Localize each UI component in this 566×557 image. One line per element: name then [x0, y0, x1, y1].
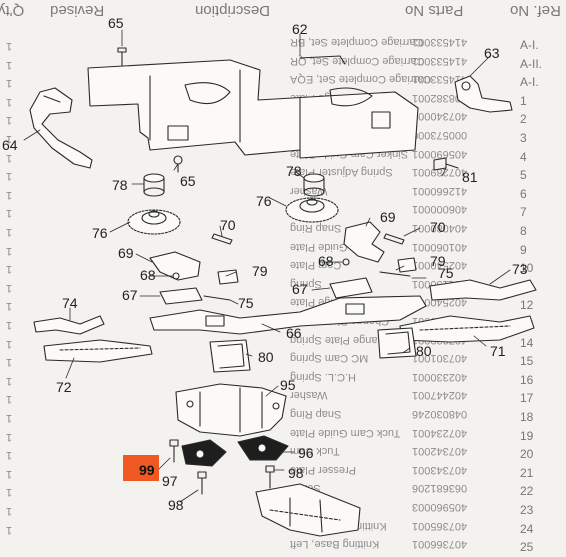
- ref-no-cell: A-I.: [520, 75, 539, 90]
- ref-no-cell: 1: [520, 93, 527, 108]
- ref-no-cell: A-II.: [520, 56, 543, 71]
- carriage-plate-part: [87, 55, 419, 159]
- screw-part-97-98: [169, 439, 275, 495]
- callout-96: 96: [298, 445, 314, 461]
- ref-no-cell: 14: [520, 335, 534, 350]
- ref-no-cell: 5: [520, 168, 527, 183]
- callout-97: 97: [162, 473, 178, 489]
- ref-no-cell: 9: [520, 242, 527, 257]
- needle-plate-74-72: [33, 315, 153, 363]
- callout-69-left: 69: [118, 245, 134, 261]
- callout-65-top: 65: [108, 15, 124, 31]
- callout-98-right: 98: [288, 465, 304, 481]
- callout-76-right: 76: [256, 193, 272, 209]
- ref-no-cell: 19: [520, 428, 534, 443]
- bracket-part-63: [454, 75, 513, 113]
- ref-no-cell: 20: [520, 447, 534, 462]
- callout-98-left: 98: [168, 497, 184, 513]
- ref-no-cell: 23: [520, 503, 534, 517]
- ref-no-cell: A-I.: [520, 38, 539, 52]
- callout-64: 64: [2, 137, 18, 153]
- callout-66: 66: [286, 325, 302, 341]
- callout-72: 72: [56, 379, 72, 395]
- ref-no-cell: 6: [520, 186, 527, 201]
- cam-plate-part-66: [149, 295, 427, 335]
- callout-79-right: 79: [430, 253, 446, 269]
- ref-no-cell: 22: [520, 484, 534, 499]
- callout-62: 62: [292, 21, 308, 37]
- tuck-cam-part-96: [181, 435, 289, 467]
- callout-67-right: 67: [292, 281, 308, 297]
- callout-71: 71: [490, 343, 506, 359]
- ref-no-cell: 16: [520, 372, 534, 387]
- callout-74: 74: [62, 295, 78, 311]
- ref-no-cell: 25: [520, 540, 534, 555]
- ref-no-cell: 4: [520, 149, 527, 164]
- presser-plate-part: [255, 483, 361, 537]
- callout-79-left: 79: [252, 263, 268, 279]
- callout-81: 81: [462, 169, 478, 185]
- callout-75-left: 75: [238, 295, 254, 311]
- callout-69-right: 69: [380, 209, 396, 225]
- callout-99-highlighted: 99: [123, 455, 159, 481]
- screw-part-65: [117, 47, 183, 173]
- ref-no-cell: 15: [520, 354, 534, 369]
- ref-no-cell: 24: [520, 521, 534, 536]
- callout-80-left: 80: [258, 349, 274, 365]
- ref-no-cell: 10: [520, 261, 534, 276]
- ref-no-cell: 3: [520, 131, 527, 145]
- block-part-80: [209, 327, 417, 373]
- tuck-cam-guide-plate-95: [175, 383, 287, 437]
- ref-no-cell: 21: [520, 465, 534, 480]
- callout-65-mid: 65: [180, 173, 196, 189]
- callout-68-right: 68: [318, 253, 334, 269]
- ref-no-cell: 12: [520, 298, 534, 313]
- lever-part-64: [29, 87, 93, 169]
- leader-lines: [23, 29, 511, 503]
- pin-part-70: [211, 233, 405, 245]
- callout-80-right: 80: [416, 343, 432, 359]
- cam-guide-plate-69: [149, 221, 385, 281]
- callout-95: 95: [280, 377, 296, 393]
- ref-no-cell: 17: [520, 391, 534, 406]
- ref-no-cell: 18: [520, 410, 534, 424]
- ref-no-cell: 8: [520, 224, 527, 238]
- gear-part-76: [127, 197, 339, 235]
- callout-68-left: 68: [140, 267, 156, 283]
- roller-part-78: [143, 173, 325, 197]
- callout-70-right: 70: [430, 219, 446, 235]
- callout-70-left: 70: [220, 217, 236, 233]
- ref-no-cell: 2: [520, 112, 527, 127]
- callout-67-left: 67: [122, 287, 138, 303]
- plate-parts-67-75: [159, 271, 411, 305]
- callout-78-right: 78: [286, 163, 302, 179]
- ref-no-cell: 7: [520, 205, 527, 220]
- needle-plate-73-71: [399, 279, 537, 343]
- callout-75-right: 75: [438, 265, 454, 281]
- callout-78-left: 78: [112, 177, 128, 193]
- callout-76-left: 76: [92, 225, 108, 241]
- callout-63: 63: [484, 45, 500, 61]
- callout-73: 73: [512, 261, 528, 277]
